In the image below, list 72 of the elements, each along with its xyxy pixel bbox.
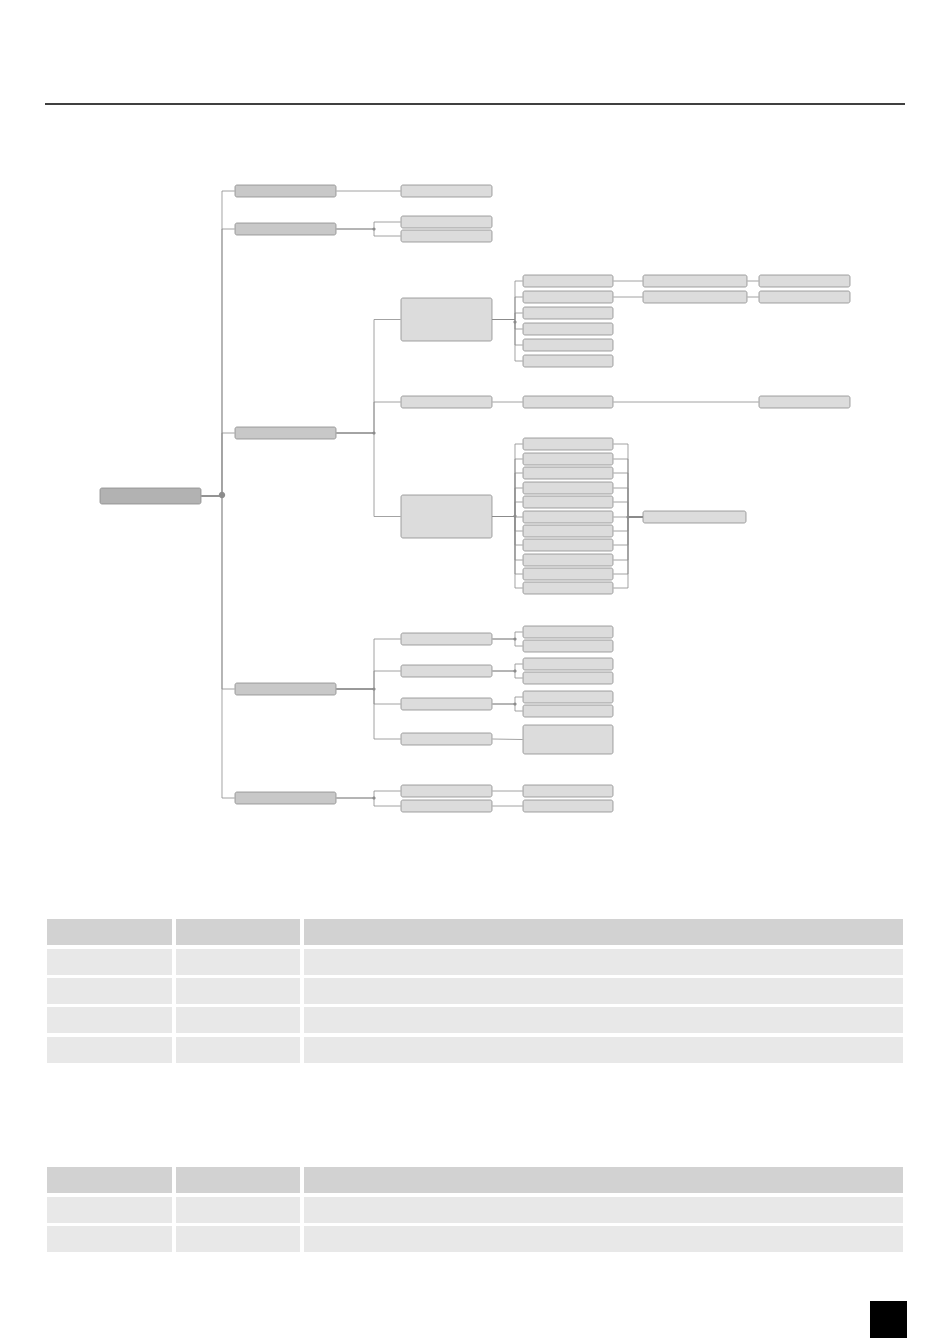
connector-line xyxy=(492,738,523,740)
menu-box xyxy=(522,524,614,538)
menu-box xyxy=(522,639,614,653)
menu-box xyxy=(758,274,851,288)
menu-box xyxy=(642,274,748,288)
menu-box xyxy=(400,664,493,678)
connector-line xyxy=(336,190,401,192)
menu-box xyxy=(400,784,493,798)
menu-box xyxy=(522,553,614,567)
menu-box xyxy=(99,487,202,505)
menu-box xyxy=(522,657,614,671)
connector-line xyxy=(201,495,235,799)
menu-box xyxy=(522,799,614,813)
menu-box xyxy=(400,184,493,198)
connector-line xyxy=(613,516,643,589)
menu-box xyxy=(522,466,614,480)
menu-box xyxy=(522,306,614,320)
menu-box xyxy=(400,799,493,813)
menu-box xyxy=(400,229,493,243)
menu-box xyxy=(522,704,614,718)
menu-box xyxy=(400,697,493,711)
connector-line xyxy=(492,401,523,403)
menu-box xyxy=(400,732,493,746)
connector-line xyxy=(492,790,523,792)
menu-box xyxy=(400,215,493,229)
menu-box xyxy=(522,354,614,368)
menu-box xyxy=(642,290,748,304)
menu-box xyxy=(522,625,614,639)
menu-box xyxy=(758,395,851,409)
connector-line xyxy=(336,228,401,237)
connector-line xyxy=(492,805,523,807)
menu-box xyxy=(522,290,614,304)
menu-box xyxy=(522,784,614,798)
menu-box xyxy=(522,581,614,595)
connector-line xyxy=(492,670,523,679)
connector-line xyxy=(492,703,523,712)
menu-box xyxy=(234,426,337,440)
connector-line xyxy=(613,280,643,282)
menu-box xyxy=(522,538,614,552)
connector-line xyxy=(492,516,523,589)
menu-box xyxy=(234,184,337,198)
connector-line xyxy=(747,296,759,298)
menu-box xyxy=(400,395,493,409)
menu-box xyxy=(522,671,614,685)
menu-box xyxy=(400,297,493,342)
connector-line xyxy=(336,797,401,807)
menu-box xyxy=(522,724,614,755)
connector-line xyxy=(336,432,401,517)
menu-box xyxy=(522,690,614,704)
menu-box xyxy=(642,510,747,524)
menu-box xyxy=(522,274,614,288)
menu-box xyxy=(234,222,337,236)
connector-line xyxy=(613,296,643,298)
menu-box xyxy=(522,567,614,581)
menu-box xyxy=(234,682,337,696)
connector-line xyxy=(747,280,759,282)
menu-box xyxy=(522,395,614,409)
menu-box xyxy=(522,322,614,336)
menu-box xyxy=(522,510,614,524)
connector-line xyxy=(492,319,523,362)
menu-box xyxy=(522,437,614,451)
menu-box xyxy=(758,290,851,304)
menu-box xyxy=(522,452,614,466)
menu-box xyxy=(522,495,614,509)
menu-box xyxy=(522,481,614,495)
connector-line xyxy=(613,401,759,403)
connector-line xyxy=(492,638,523,647)
menu-box xyxy=(234,791,337,805)
menu-box xyxy=(400,632,493,646)
connector-line xyxy=(336,688,401,740)
menu-box xyxy=(522,338,614,352)
menu-box xyxy=(400,494,493,539)
